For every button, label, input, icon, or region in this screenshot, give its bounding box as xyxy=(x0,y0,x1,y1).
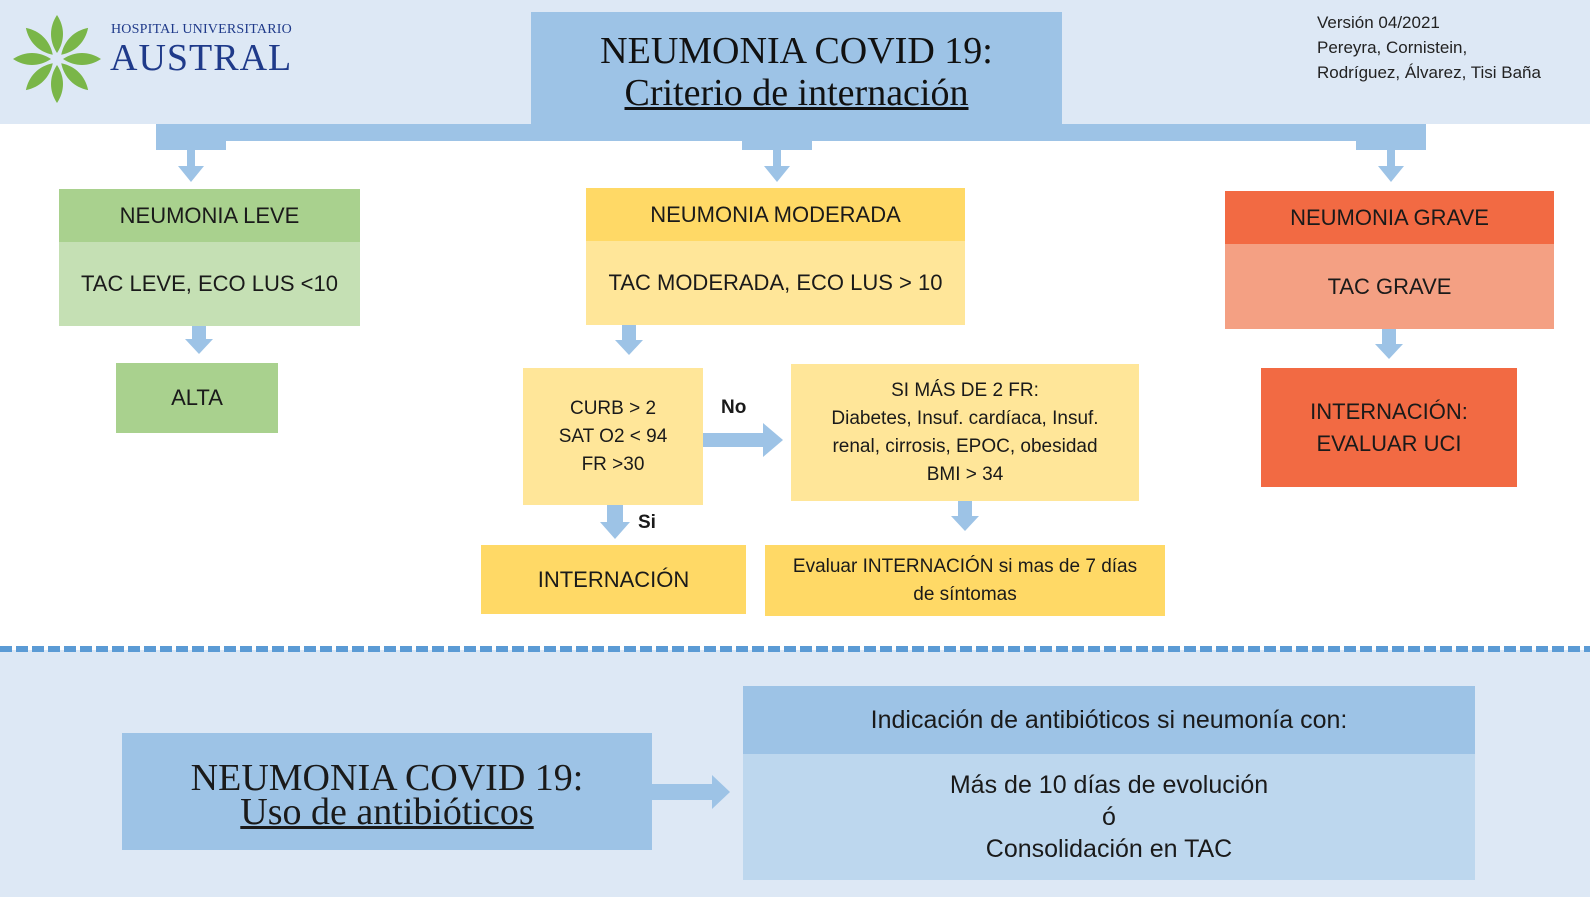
risk-line-2: renal, cirrosis, EPOC, obesidad xyxy=(832,435,1098,457)
evaluar-line-1: Evaluar INTERNACIÓN si mas de 7 días xyxy=(792,555,1138,577)
branch-label-no: No xyxy=(721,397,747,418)
grave-criteria: TAC GRAVE xyxy=(1225,244,1554,329)
arrow-down-leve-outcome-icon xyxy=(185,326,213,354)
evaluar-internacion-box: Evaluar INTERNACIÓN si mas de 7 días de … xyxy=(765,545,1165,616)
arrow-down-leve-icon xyxy=(178,150,204,182)
risk-line-1: Diabetes, Insuf. cardíaca, Insuf. xyxy=(831,407,1099,429)
moderada-internacion: INTERNACIÓN xyxy=(481,545,746,614)
logo-name: AUSTRAL xyxy=(110,37,293,79)
check-sat-o2: SAT O2 < 94 xyxy=(558,425,668,447)
main-title-box: NEUMONIA COVID 19: Criterio de internaci… xyxy=(531,12,1062,125)
leve-header: NEUMONIA LEVE xyxy=(59,189,360,242)
arrow-down-risk-icon xyxy=(951,501,979,531)
risk-factors-box: SI MÁS DE 2 FR: Diabetes, Insuf. cardíac… xyxy=(791,364,1139,501)
moderada-criteria: TAC MODERADA, ECO LUS > 10 xyxy=(586,241,965,325)
branch-stub-center xyxy=(742,141,812,150)
arrow-right-antibiotics-icon xyxy=(652,775,730,809)
antibiotics-conditions-box: Más de 10 días de evolución ó Consolidac… xyxy=(743,754,1475,880)
risk-title: SI MÁS DE 2 FR: xyxy=(891,379,1039,401)
antibiotics-title: NEUMONIA COVID 19: xyxy=(190,757,584,799)
moderada-header: NEUMONIA MODERADA xyxy=(586,188,965,241)
branch-stub-right xyxy=(1356,141,1426,150)
grave-outcome-line-1: INTERNACIÓN: xyxy=(1310,398,1468,424)
version-label: Versión 04/2021 xyxy=(1317,13,1440,32)
authors-line-1: Pereyra, Cornistein, xyxy=(1317,38,1468,57)
evaluar-line-2: de síntomas xyxy=(913,583,1017,605)
condition-consolidation: Consolidación en TAC xyxy=(985,835,1233,863)
austral-flower-logo-icon xyxy=(13,15,101,103)
arrow-down-si-icon xyxy=(600,505,630,539)
risk-line-3: BMI > 34 xyxy=(926,463,1004,485)
logo-subtitle: HOSPITAL UNIVERSITARIO xyxy=(111,22,292,37)
grave-outcome-line-2: EVALUAR UCI xyxy=(1316,430,1462,456)
leve-criteria: TAC LEVE, ECO LUS <10 xyxy=(59,242,360,326)
check-curb: CURB > 2 xyxy=(569,397,657,419)
dashed-divider xyxy=(0,646,1590,652)
antibiotics-subtitle: Uso de antibióticos xyxy=(240,791,534,833)
grave-outcome-box: INTERNACIÓN: EVALUAR UCI xyxy=(1261,368,1517,487)
check-fr: FR >30 xyxy=(581,453,645,475)
main-subtitle: Criterio de internación xyxy=(624,72,969,114)
arrow-down-grave-outcome-icon xyxy=(1375,329,1403,359)
antibiotics-indication-header: Indicación de antibióticos si neumonía c… xyxy=(743,686,1475,754)
branch-stub-left xyxy=(156,141,226,150)
branch-connector-bar xyxy=(156,124,1426,141)
antibiotics-title-box: NEUMONIA COVID 19: Uso de antibióticos xyxy=(122,733,652,850)
leve-outcome-alta: ALTA xyxy=(116,363,278,433)
branch-label-si: Si xyxy=(638,512,656,533)
arrow-down-moderada-icon xyxy=(764,150,790,182)
authors-line-2: Rodríguez, Álvarez, Tisi Baña xyxy=(1317,63,1541,82)
condition-or: ó xyxy=(1102,803,1116,831)
arrow-right-no-icon xyxy=(703,423,783,457)
arrow-down-grave-icon xyxy=(1378,150,1404,182)
grave-header: NEUMONIA GRAVE xyxy=(1225,191,1554,244)
arrow-down-moderada-check-icon xyxy=(615,325,643,355)
main-title: NEUMONIA COVID 19: xyxy=(600,30,993,72)
condition-evolution: Más de 10 días de evolución xyxy=(949,771,1269,799)
severity-check-box: CURB > 2 SAT O2 < 94 FR >30 xyxy=(523,368,703,505)
version-info: Versión 04/2021 Pereyra, Cornistein, Rod… xyxy=(1317,10,1541,85)
